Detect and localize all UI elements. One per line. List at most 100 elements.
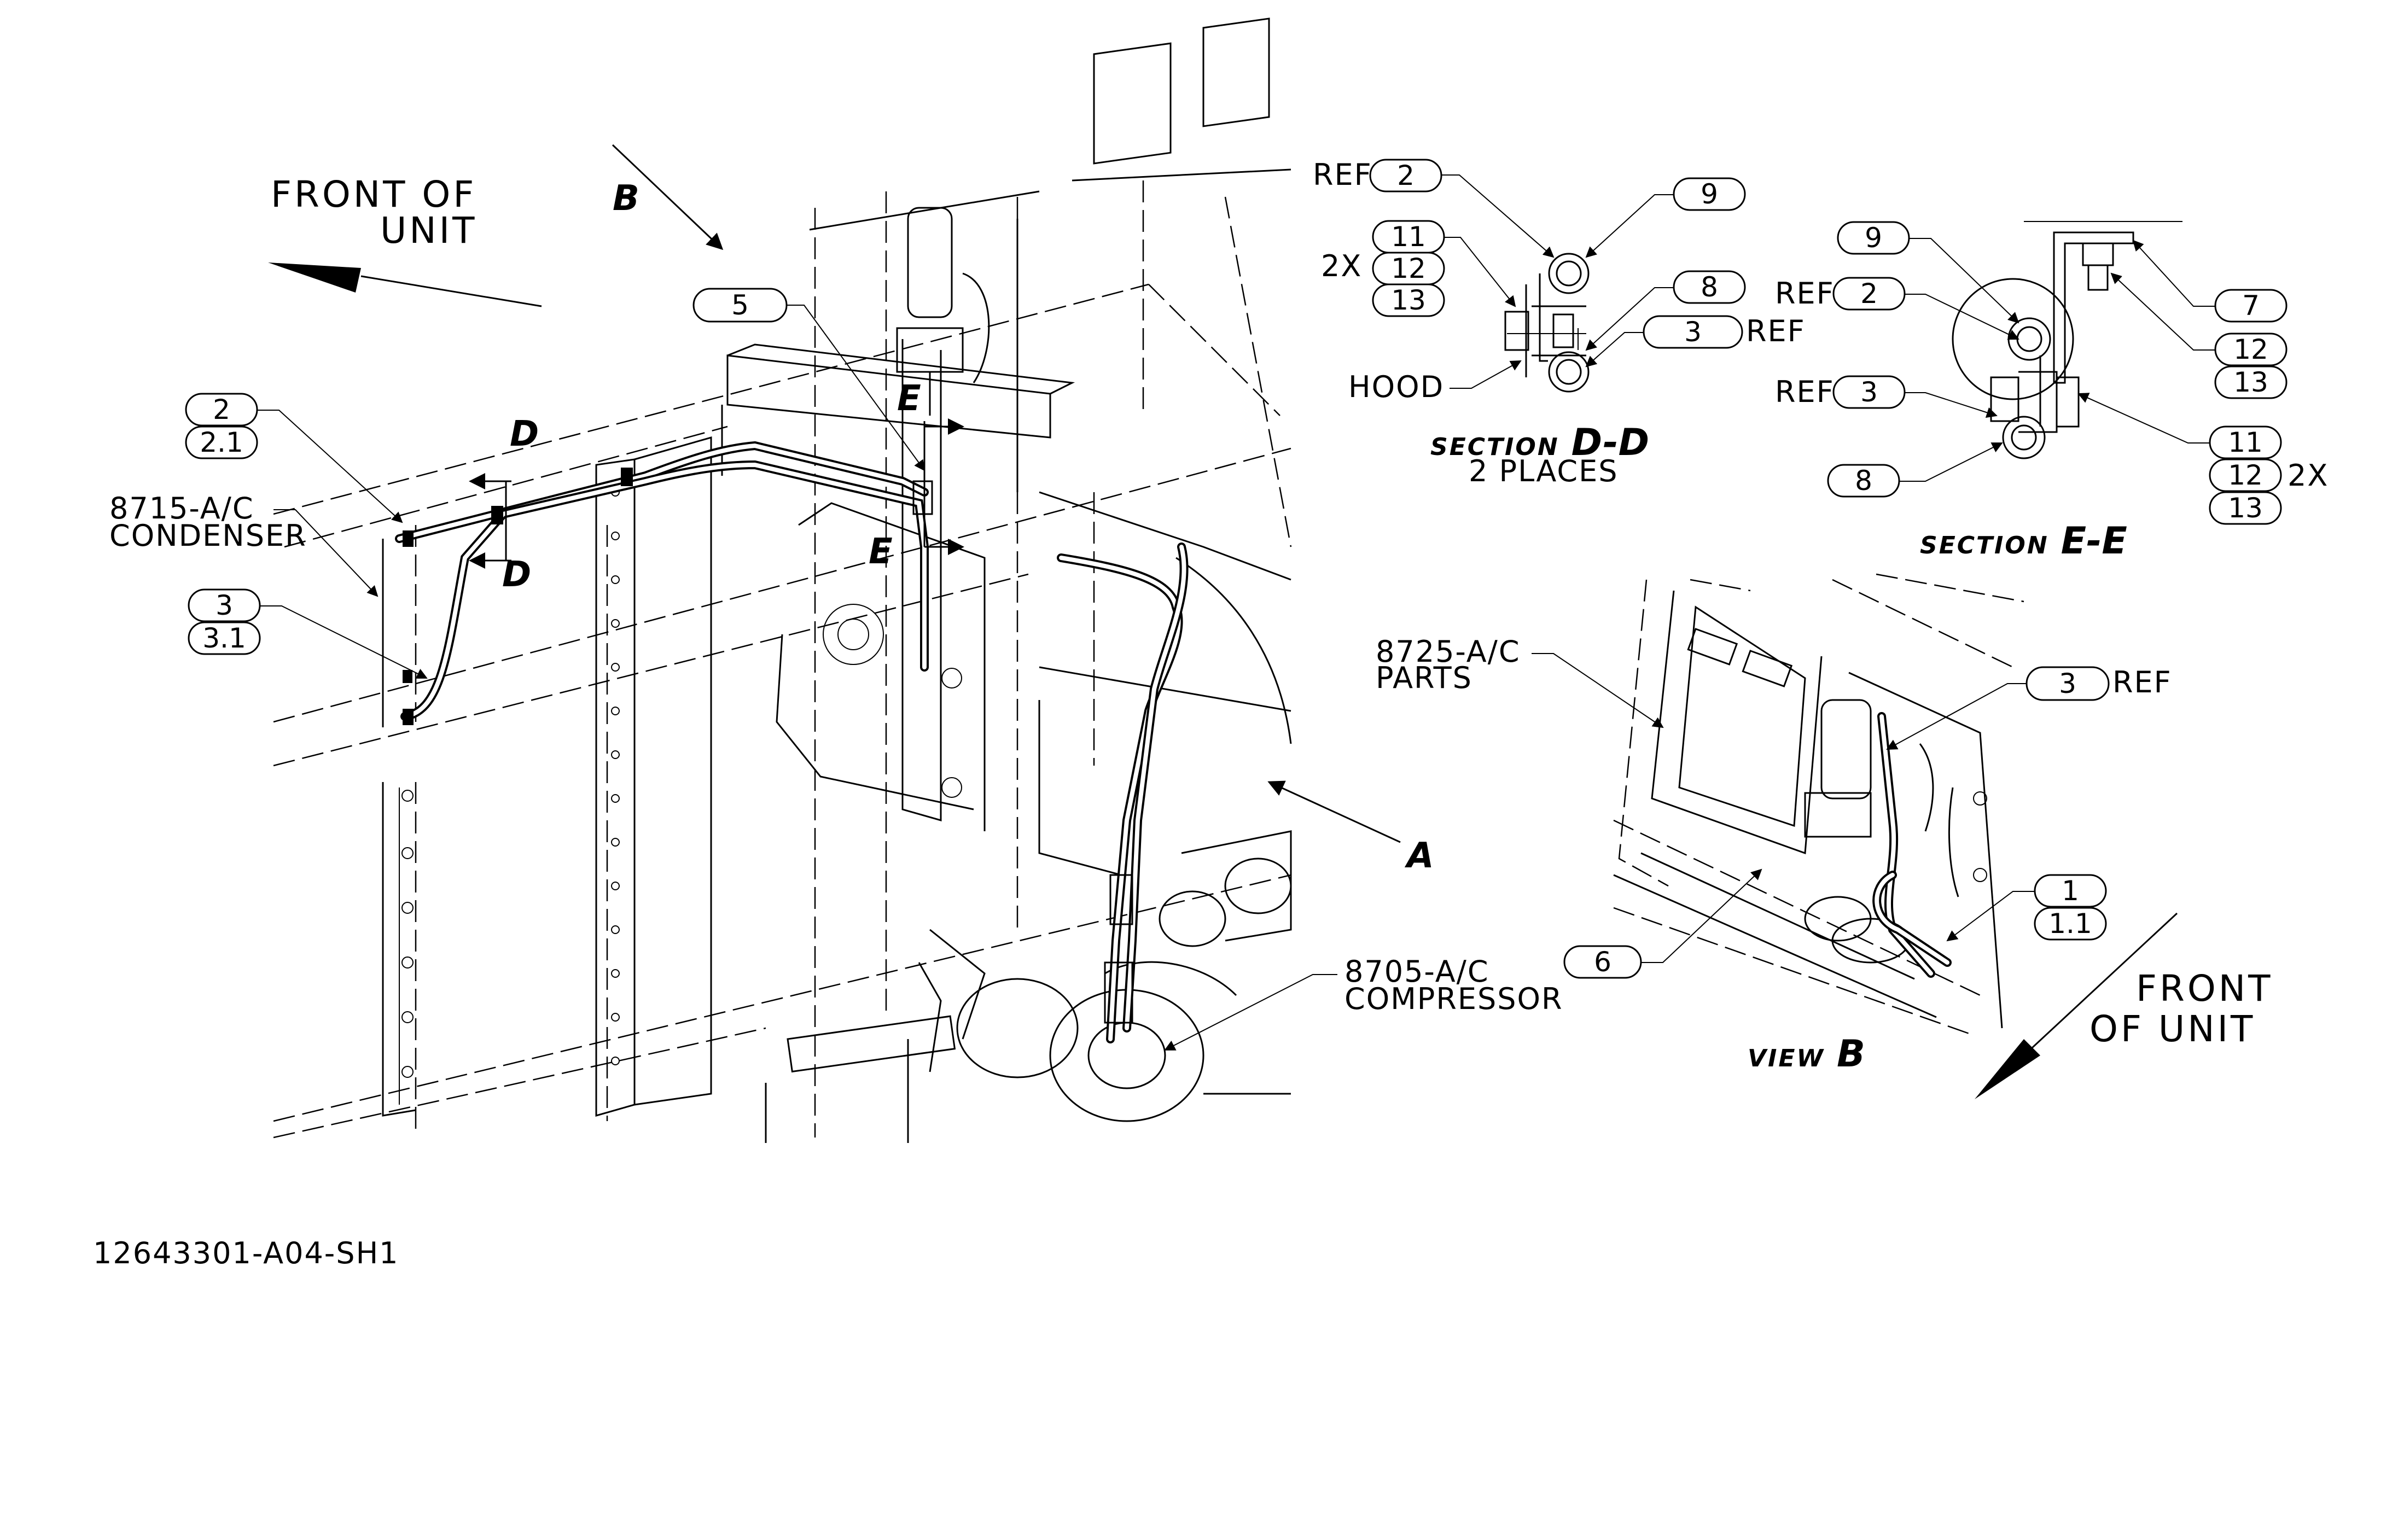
svg-text:9: 9 [1865,222,1882,254]
leader-ee-2 [1905,294,2019,340]
leader-dd-8 [1585,287,1674,351]
balloon-ee-8: 8 [1827,464,1900,498]
leader-ee-3 [1905,392,1998,418]
svg-text:1.1: 1.1 [2048,908,2092,940]
balloon-vb-3: 3 [2026,666,2110,701]
rail-bolt-holes [611,488,620,1065]
balloon-ee-3: 3 [1832,375,1906,409]
balloon-main-3-1: 3.1 [188,621,261,655]
leader-vb-1 [1946,891,2035,942]
ee-qty-2x: 2X [2288,458,2329,493]
balloon-ee-9: 9 [1837,221,1910,255]
dd-hood-label: HOOD [1348,370,1444,404]
view-b-hoses [1872,712,1952,978]
balloon-main-3: 3 [188,588,261,622]
svg-text:7: 7 [2242,290,2260,322]
view-b-front-line2: OF UNIT [2089,1008,2255,1050]
view-b-front-line1: FRONT [2136,967,2273,1010]
section-d-label-top: D [510,414,539,454]
svg-text:2.1: 2.1 [200,427,243,458]
svg-text:13: 13 [2233,366,2268,398]
hose-clamps [403,468,1133,1024]
balloon-ee-2: 2 [1832,277,1906,311]
leader-main-5 [787,305,926,471]
leader-ee-8 [1899,442,2003,482]
drawing-number: 12643301-A04-SH1 [93,1236,399,1270]
ee-ref-3: REF [1775,375,1835,409]
leader-dd-hood [1450,360,1522,389]
svg-text:8: 8 [1855,465,1872,497]
leader-ee-12 [2110,272,2215,351]
leader-ee-7 [2132,240,2215,307]
front-of-unit-arrow [268,262,542,307]
balloon-dd-8: 8 [1673,270,1746,304]
view-b-front-arrow [1975,912,2178,1099]
condenser-fasteners [401,790,414,1078]
svg-text:5: 5 [731,289,749,321]
balloon-main-5: 5 [692,288,788,323]
refrigerant-hose-3 [400,460,929,721]
leader-main-3 [260,605,428,679]
leader-dd-2 [1441,174,1555,258]
leader-vb-6 [1641,868,1762,963]
section-dd-detail [1504,253,1590,393]
svg-text:13: 13 [2228,492,2263,524]
balloon-ee-13b: 13 [2209,491,2282,525]
balloon-vb-6: 6 [1563,945,1642,979]
svg-text:6: 6 [1594,946,1611,978]
balloon-dd-9: 9 [1673,177,1746,211]
leader-dd-3 [1585,332,1644,368]
balloon-main-2-1: 2.1 [185,425,258,459]
section-dd-note: 2 PLACES [1469,454,1619,488]
svg-text:1: 1 [2062,875,2079,907]
vb-ref-3: REF [2112,665,2172,699]
svg-text:3: 3 [2059,668,2076,699]
main-assembly-view [268,18,1401,1143]
parts-leader [1532,653,1664,728]
dd-ref-3: REF [1746,314,1806,348]
svg-text:3: 3 [216,590,233,621]
balloon-dd-3: 3 [1643,315,1743,349]
balloon-ee-13a: 13 [2214,365,2288,399]
svg-text:3: 3 [1860,376,1878,408]
svg-text:9: 9 [1701,178,1718,210]
svg-text:3.1: 3.1 [202,622,246,654]
leader-ee-9 [1909,238,2019,324]
svg-text:12: 12 [2228,459,2263,491]
compressor-assembly [765,830,1292,1143]
section-e-label-bottom: E [869,532,893,572]
leader-ee-11 [2077,393,2210,444]
section-e-label-top: E [897,378,921,419]
leader-vb-3 [1886,683,2027,750]
view-arrow-a-label: A [1404,836,1434,876]
compressor-leader [1164,974,1337,1051]
balloon-ee-11: 11 [2209,425,2282,459]
balloon-main-2: 2 [185,393,258,427]
svg-text:12: 12 [1391,253,1426,284]
condenser-callout-line1: 8715-A/C [109,491,254,526]
svg-text:12: 12 [2233,334,2268,365]
compressor-callout-line2: COMPRESSOR [1344,982,1563,1016]
balloon-dd-2: 2 [1369,159,1442,192]
front-of-unit-line1: FRONT OF [271,173,476,215]
svg-text:8: 8 [1701,271,1718,303]
view-arrow-b-label: B [613,178,639,219]
svg-text:13: 13 [1391,284,1426,316]
balloon-vb-1-1: 1.1 [2034,907,2107,941]
section-ee-detail [1952,231,2134,459]
refrigerant-hose-1 [1057,542,1189,1043]
condenser-leader [273,509,379,597]
condenser-callout-line2: CONDENSER [109,518,307,553]
dd-ref-2: REF [1313,158,1372,192]
balloon-ee-12a: 12 [2214,332,2288,366]
compressor-callout-line1: 8705-A/C [1344,954,1489,989]
svg-text:2: 2 [1397,160,1415,191]
balloon-dd-11: 11 [1372,220,1445,254]
ee-ref-2: REF [1775,276,1835,311]
svg-text:2: 2 [213,394,230,425]
front-of-unit-line2: UNIT [380,209,477,252]
parts-callout-line2: PARTS [1376,661,1472,695]
